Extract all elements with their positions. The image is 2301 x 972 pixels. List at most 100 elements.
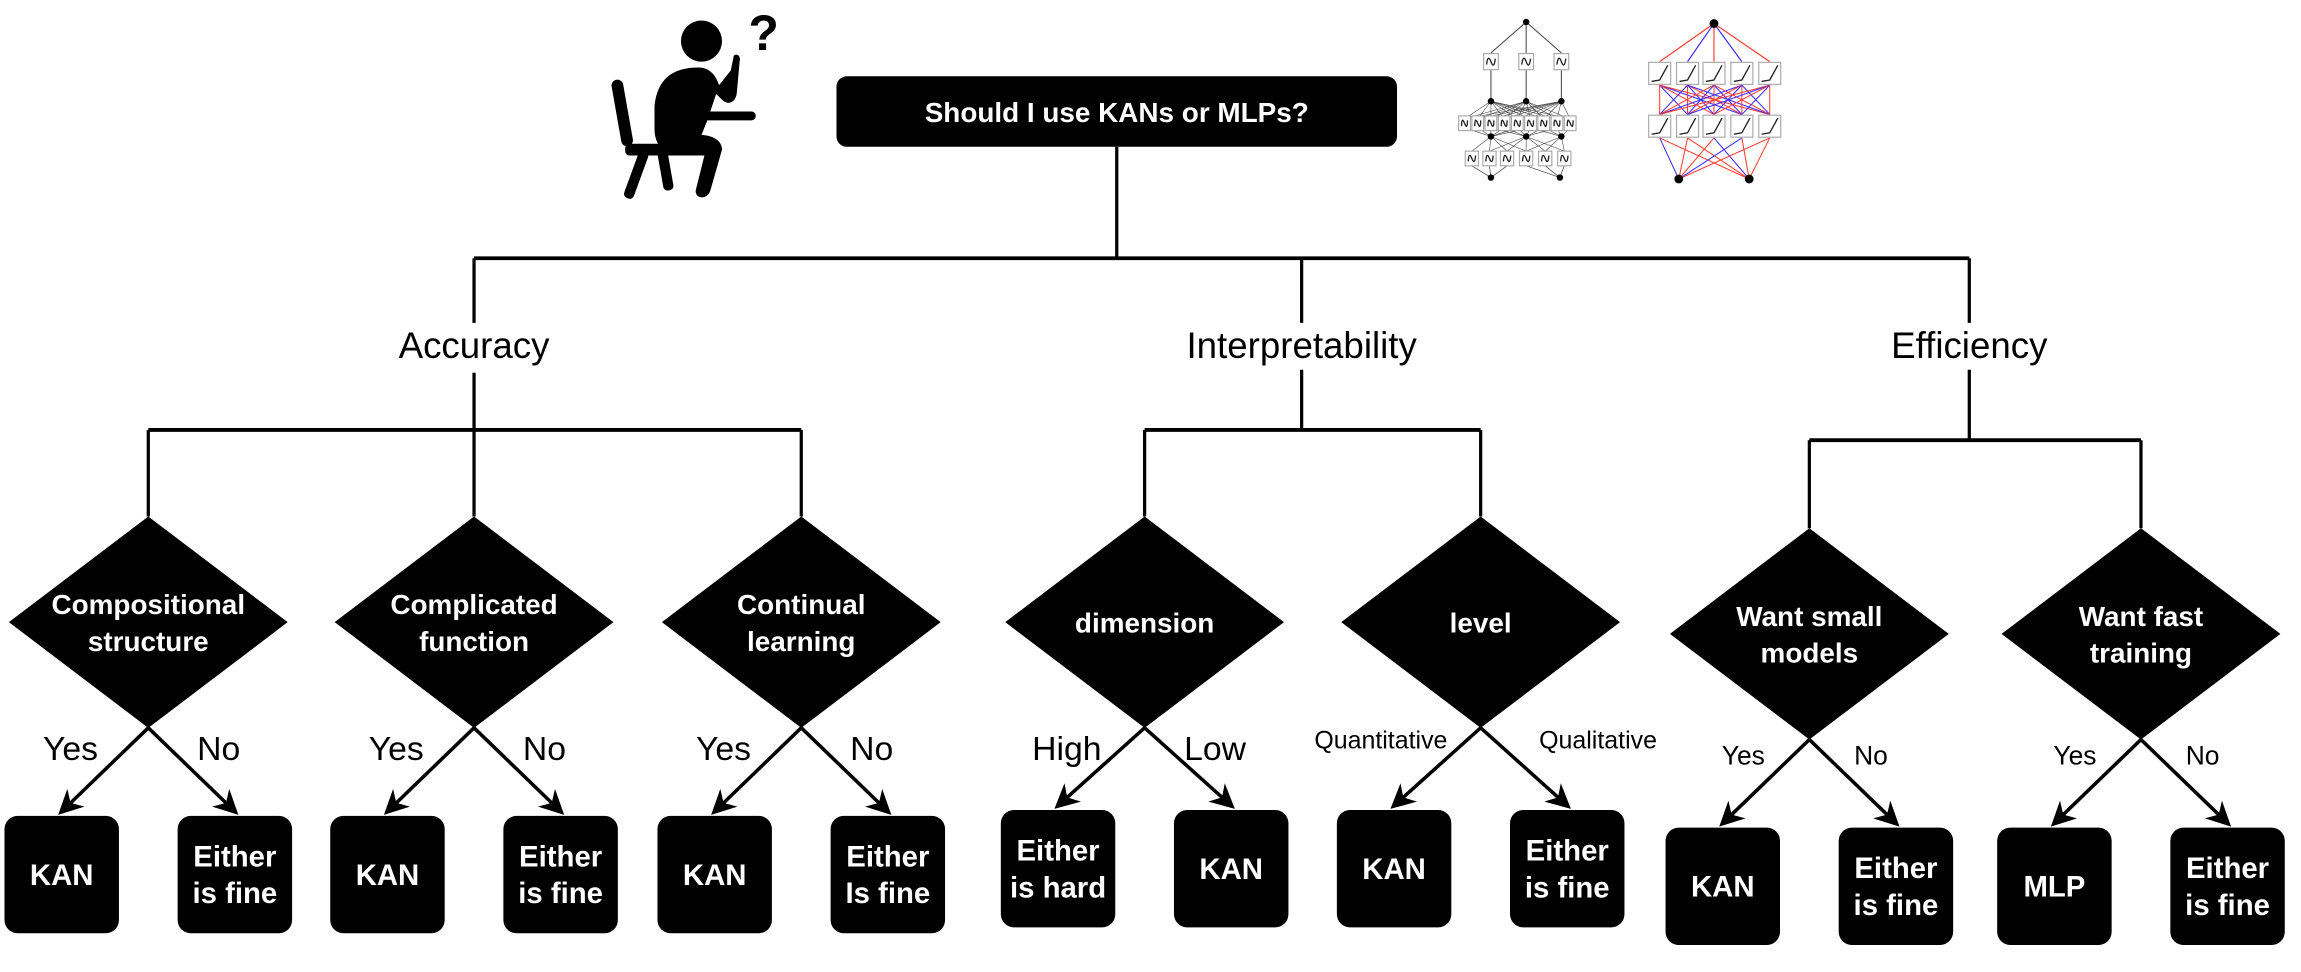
category-label: Accuracy — [399, 325, 550, 366]
no-branch-arrow — [472, 726, 565, 815]
activation-box — [1484, 115, 1498, 132]
no-branch-arrow — [1143, 726, 1235, 809]
activation-box — [1464, 150, 1480, 167]
yes-branch-arrow — [383, 726, 476, 815]
diamond-shape — [661, 516, 941, 728]
leaf-box — [1997, 827, 2112, 945]
left-branch-label: Yes — [1722, 741, 1765, 771]
network-node — [1487, 98, 1495, 105]
no-branch-arrow — [147, 726, 239, 815]
leaf-text: KAN — [1362, 853, 1426, 886]
leaf-box — [1665, 827, 1781, 945]
network-node — [1558, 133, 1565, 140]
leaf-text: KAN — [1199, 853, 1263, 886]
outcome-leaf: KAN — [330, 815, 445, 934]
leaf-text: Is fine — [845, 877, 930, 910]
left-branch-label: High — [1032, 730, 1101, 768]
decision-question-text: training — [2090, 638, 2192, 669]
leaf-box — [4, 815, 119, 934]
tree-connectors — [58, 146, 2232, 827]
activation-box — [1518, 52, 1535, 71]
decision-question-text: Continual — [737, 589, 866, 620]
activation-box — [1648, 61, 1672, 85]
decision-diamond: level — [1341, 516, 1621, 728]
leaf-text: KAN — [356, 859, 420, 892]
diamond-shape — [1005, 516, 1285, 728]
outcome-leaf: KAN — [1173, 809, 1289, 928]
no-branch-arrow — [2139, 738, 2232, 827]
activation-box — [1471, 115, 1485, 132]
decision-question-text: dimension — [1075, 607, 1214, 638]
leaf-text: Either — [846, 840, 929, 873]
yes-branch-arrow — [58, 726, 150, 815]
no-branch-arrow — [1808, 738, 1900, 827]
diamond-shape — [1341, 516, 1621, 728]
outcome-leaf: Either Is fine — [830, 815, 946, 934]
network-node — [1522, 133, 1530, 140]
left-branch-label: Quantitative — [1314, 726, 1447, 754]
thinking-person-icon: ? — [611, 5, 779, 199]
outcome-leaf: Either is fine — [2170, 827, 2285, 945]
decision-diamond: Want small models — [1669, 528, 1949, 740]
activation-box — [1675, 114, 1700, 138]
right-branch-label: No — [197, 730, 240, 768]
activation-box — [1702, 114, 1726, 138]
network-node — [1709, 19, 1719, 28]
question-mark-icon: ? — [748, 5, 778, 61]
leaf-box — [503, 815, 618, 934]
activation-box — [1550, 115, 1564, 132]
leaf-text: KAN — [30, 859, 94, 892]
yes-branch-arrow — [1054, 726, 1146, 809]
decision-question-text: level — [1450, 607, 1512, 638]
network-node — [1522, 98, 1530, 105]
root-question-text: Should I use KANs or MLPs? — [925, 97, 1309, 128]
decision-question-text: models — [1761, 638, 1859, 669]
leaf-text: Either — [2186, 852, 2269, 885]
diamond-shape — [1669, 528, 1949, 740]
leaf-text: is fine — [2185, 889, 2270, 922]
left-branch-label: Yes — [2053, 741, 2096, 771]
activation-box — [1758, 61, 1782, 85]
yes-branch-arrow — [1719, 738, 1811, 827]
activation-box — [1730, 114, 1754, 138]
right-branch-label: No — [523, 730, 566, 768]
leaf-text: is fine — [518, 877, 603, 910]
leaf-text: Either — [193, 840, 276, 873]
activation-box — [1702, 61, 1726, 85]
decision-question-text: Complicated — [390, 589, 557, 620]
outcome-leaf: KAN — [657, 815, 772, 934]
activation-box — [1675, 61, 1700, 85]
activation-box — [1648, 114, 1672, 138]
leaf-box — [177, 815, 293, 934]
activation-box — [1499, 150, 1515, 167]
left-branch-label: Yes — [696, 730, 751, 768]
activation-box — [1730, 61, 1754, 85]
left-branch-label: Yes — [43, 730, 98, 768]
network-node — [1487, 133, 1495, 140]
colored-kan-network-diagram-icon — [1648, 19, 1782, 184]
leaf-text: KAN — [683, 859, 747, 892]
outcome-leaf: MLP — [1997, 827, 2112, 945]
diamond-shape — [2001, 528, 2281, 740]
yes-branch-arrow — [711, 726, 803, 815]
activation-box — [1524, 115, 1538, 132]
left-branch-label: Yes — [369, 730, 424, 768]
activation-box — [1482, 150, 1497, 167]
decision-question-text: Want small — [1736, 601, 1882, 632]
activation-box — [1538, 150, 1553, 167]
leaf-text: is hard — [1010, 871, 1106, 904]
activation-box — [1518, 150, 1534, 167]
decision-question-text: Want fast — [2079, 601, 2203, 632]
no-branch-arrow — [800, 726, 892, 815]
leaf-text: Either — [1526, 835, 1609, 868]
activation-box — [1483, 52, 1499, 71]
outcome-leaf: KAN — [1336, 809, 1452, 928]
leaf-box — [1336, 809, 1452, 928]
